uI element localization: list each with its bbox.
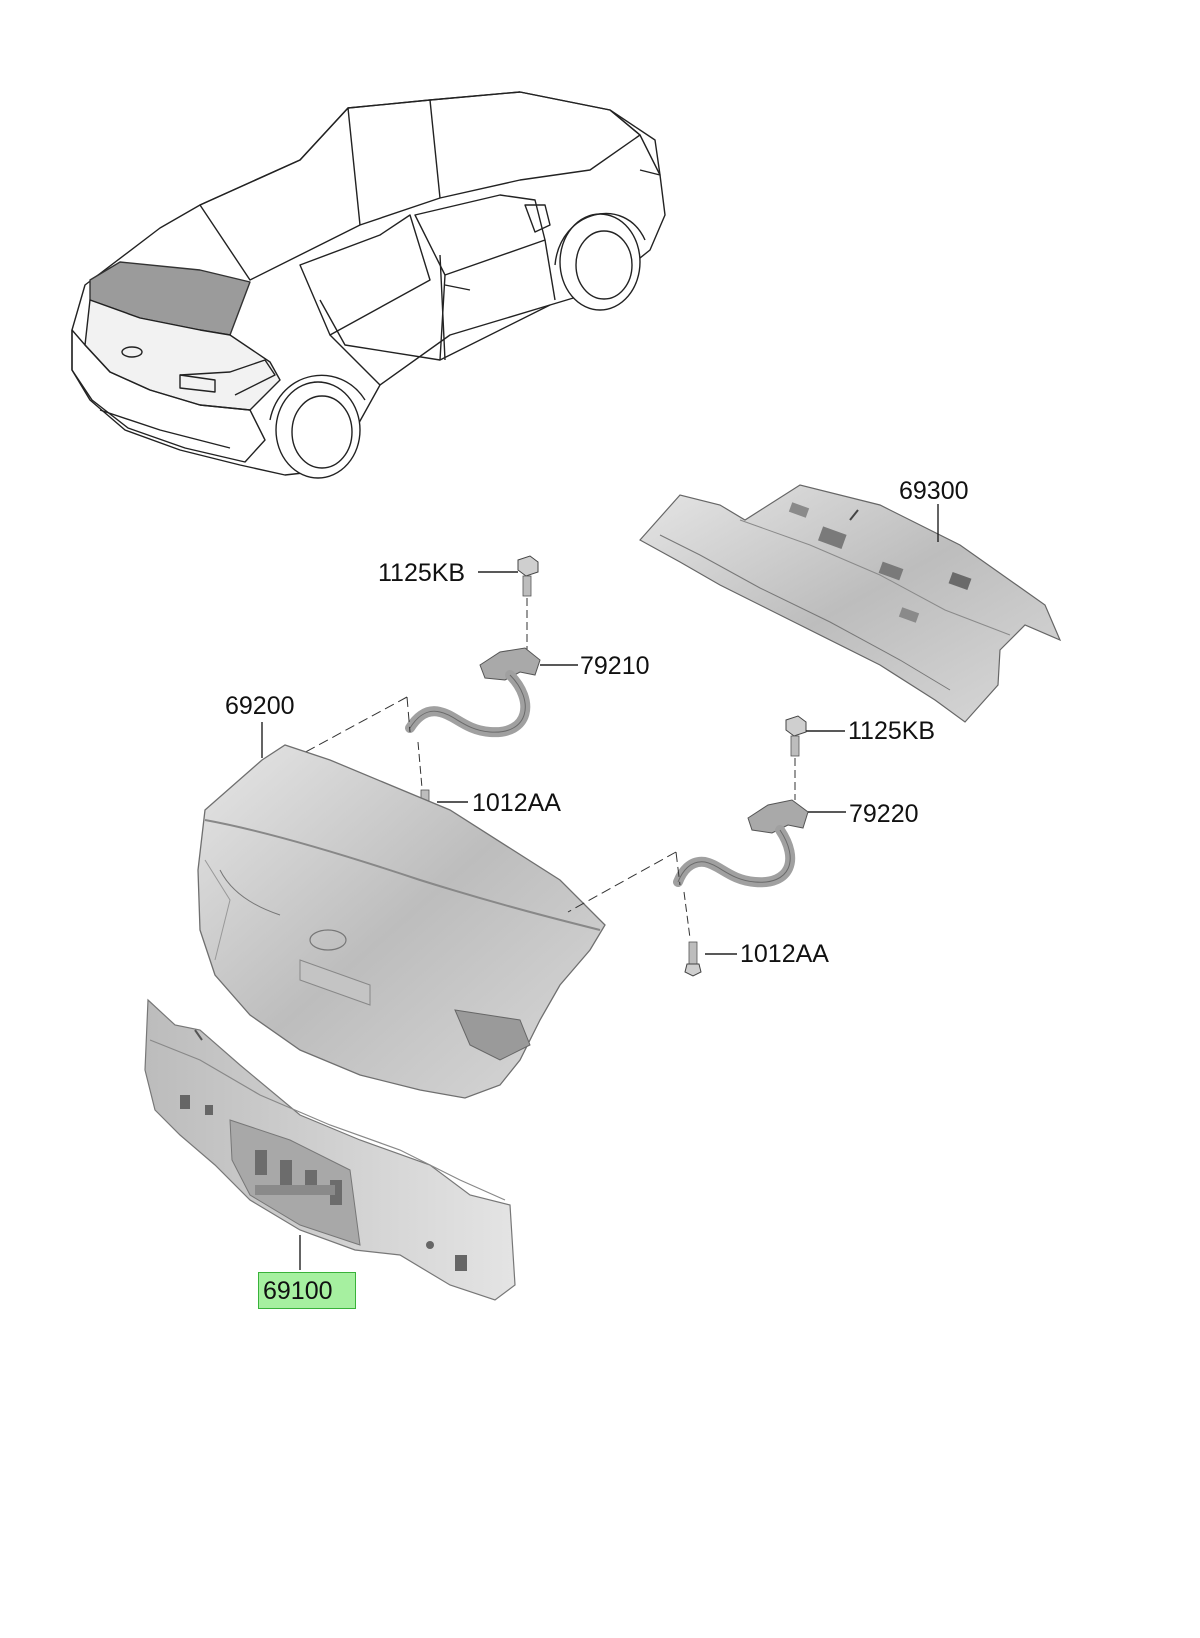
part-label-1012aa-right[interactable]: 1012AA <box>740 940 829 968</box>
hinge-79220[interactable] <box>673 799 809 888</box>
bolt-1012aa-right[interactable] <box>684 941 702 977</box>
rear-panel-69100[interactable] <box>144 998 516 1301</box>
part-label-79210[interactable]: 79210 <box>580 652 650 680</box>
part-label-79220[interactable]: 79220 <box>849 800 919 828</box>
part-label-1012aa-left[interactable]: 1012AA <box>472 789 561 817</box>
vehicle-overview <box>71 91 666 479</box>
part-label-1125kb-right[interactable]: 1125KB <box>848 717 936 745</box>
hinge-79210[interactable] <box>405 647 541 738</box>
part-label-69200[interactable]: 69200 <box>225 692 295 720</box>
package-tray-69300[interactable] <box>639 484 1062 723</box>
part-label-1125kb-left[interactable]: 1125KB <box>378 559 466 587</box>
bolt-1125kb-right[interactable] <box>785 715 807 757</box>
part-label-69100-highlighted[interactable]: 69100 <box>258 1272 356 1309</box>
bolt-1125kb-left[interactable] <box>517 555 539 597</box>
part-label-69300[interactable]: 69300 <box>899 477 969 505</box>
trunk-lid-69200[interactable] <box>197 744 606 1099</box>
